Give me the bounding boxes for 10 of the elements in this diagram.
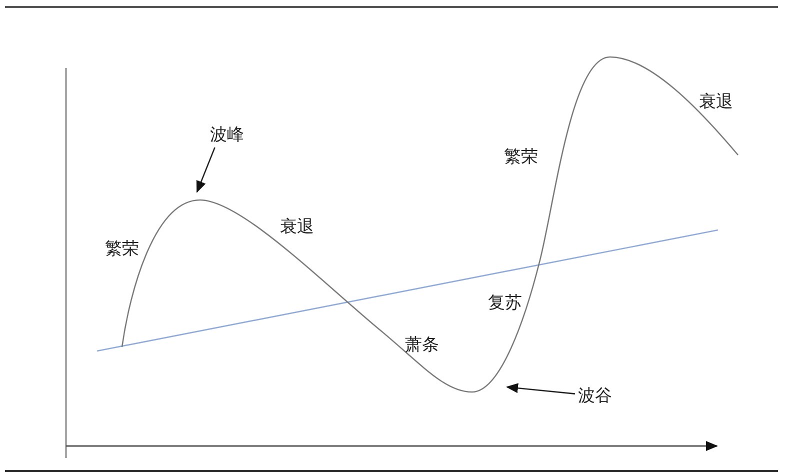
- trough-label: 波谷: [575, 384, 615, 408]
- leader-arrow: [506, 383, 576, 394]
- phase-label: 衰退: [699, 92, 733, 112]
- phase-label: 繁荣: [105, 240, 139, 258]
- peak-label: 波峰: [207, 122, 247, 148]
- phase-label: 衰退: [280, 218, 314, 236]
- phase-label: 复苏: [488, 294, 522, 312]
- phase-label: 繁荣: [504, 148, 538, 166]
- phase-label: 萧条: [405, 336, 439, 354]
- leader-arrow: [196, 147, 216, 193]
